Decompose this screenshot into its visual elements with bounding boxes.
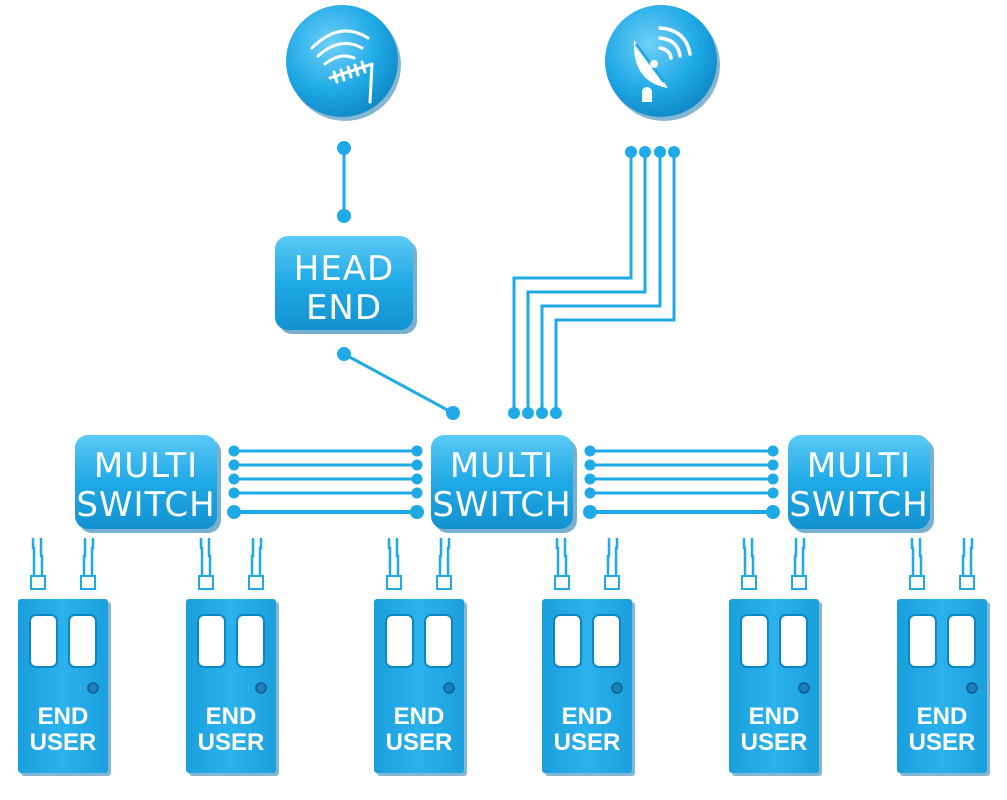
end-user-label-line2: USER xyxy=(741,729,808,756)
wall-port xyxy=(248,575,264,590)
end-users: ENDUSERENDUSERENDUSERENDUSERENDUSERENDUS… xyxy=(18,599,990,776)
wall-port xyxy=(436,575,452,590)
end-user-label-line2: USER xyxy=(554,729,621,756)
end-user-label-line1: END xyxy=(206,703,257,730)
wall-port xyxy=(909,575,925,590)
antenna-node xyxy=(286,5,401,121)
multiswitch-center: MULTI SWITCH xyxy=(431,435,577,533)
door-window xyxy=(592,614,621,668)
multiswitch-left-line2: SWITCH xyxy=(76,485,215,525)
wall-port xyxy=(604,575,620,590)
end-user-label-line1: END xyxy=(394,703,445,730)
end-user-label-line1: END xyxy=(562,703,613,730)
door-window xyxy=(197,614,226,668)
multiswitch-right: MULTI SWITCH xyxy=(788,435,934,533)
satellite-node xyxy=(605,5,720,121)
multiswitch-left-line1: MULTI xyxy=(94,446,198,486)
drop-wire-group xyxy=(30,538,96,590)
terrestrial-antenna-icon xyxy=(310,29,374,104)
door-window xyxy=(553,614,582,668)
door-window xyxy=(424,614,453,668)
drop-wire-group xyxy=(198,538,264,590)
door-knob xyxy=(798,682,810,694)
multiswitch-right-line2: SWITCH xyxy=(789,485,928,525)
head-end-line2: END xyxy=(306,288,382,328)
wall-port xyxy=(791,575,807,590)
door-window xyxy=(779,614,808,668)
end-user-label-line2: USER xyxy=(30,729,97,756)
drop-wire-group xyxy=(909,538,975,590)
door-window xyxy=(68,614,97,668)
wall-port xyxy=(198,575,214,590)
end-user-label-line1: END xyxy=(38,703,89,730)
wall-port xyxy=(30,575,46,590)
wall-port xyxy=(741,575,757,590)
multiswitch-center-line1: MULTI xyxy=(450,446,554,486)
head-end-box: HEAD END xyxy=(275,236,417,334)
end-user-label-line1: END xyxy=(917,703,968,730)
drop-wire-group xyxy=(386,538,452,590)
wall-port xyxy=(80,575,96,590)
wall-port xyxy=(959,575,975,590)
satellite-dish-icon xyxy=(633,26,692,102)
wall-port xyxy=(386,575,402,590)
wall-port xyxy=(554,575,570,590)
door-window xyxy=(908,614,937,668)
door-window xyxy=(740,614,769,668)
multiswitch-center-line2: SWITCH xyxy=(432,485,571,525)
end-user-label-line1: END xyxy=(749,703,800,730)
end-user-label-line2: USER xyxy=(909,729,976,756)
door-knob xyxy=(611,682,623,694)
connection-lines xyxy=(227,141,780,519)
door-knob xyxy=(443,682,455,694)
door-knob xyxy=(255,682,267,694)
door-window xyxy=(236,614,265,668)
end-user-label-line2: USER xyxy=(386,729,453,756)
drop-wiring xyxy=(30,538,975,590)
door-window xyxy=(947,614,976,668)
door-knob xyxy=(966,682,978,694)
drop-wire-group xyxy=(741,538,807,590)
head-end-line1: HEAD xyxy=(294,249,395,289)
door-window xyxy=(385,614,414,668)
door-knob xyxy=(87,682,99,694)
end-user-label-line2: USER xyxy=(198,729,265,756)
multiswitch-right-line1: MULTI xyxy=(807,446,911,486)
door-window xyxy=(29,614,58,668)
drop-wire-group xyxy=(554,538,620,590)
multiswitch-left: MULTI SWITCH xyxy=(75,435,221,533)
